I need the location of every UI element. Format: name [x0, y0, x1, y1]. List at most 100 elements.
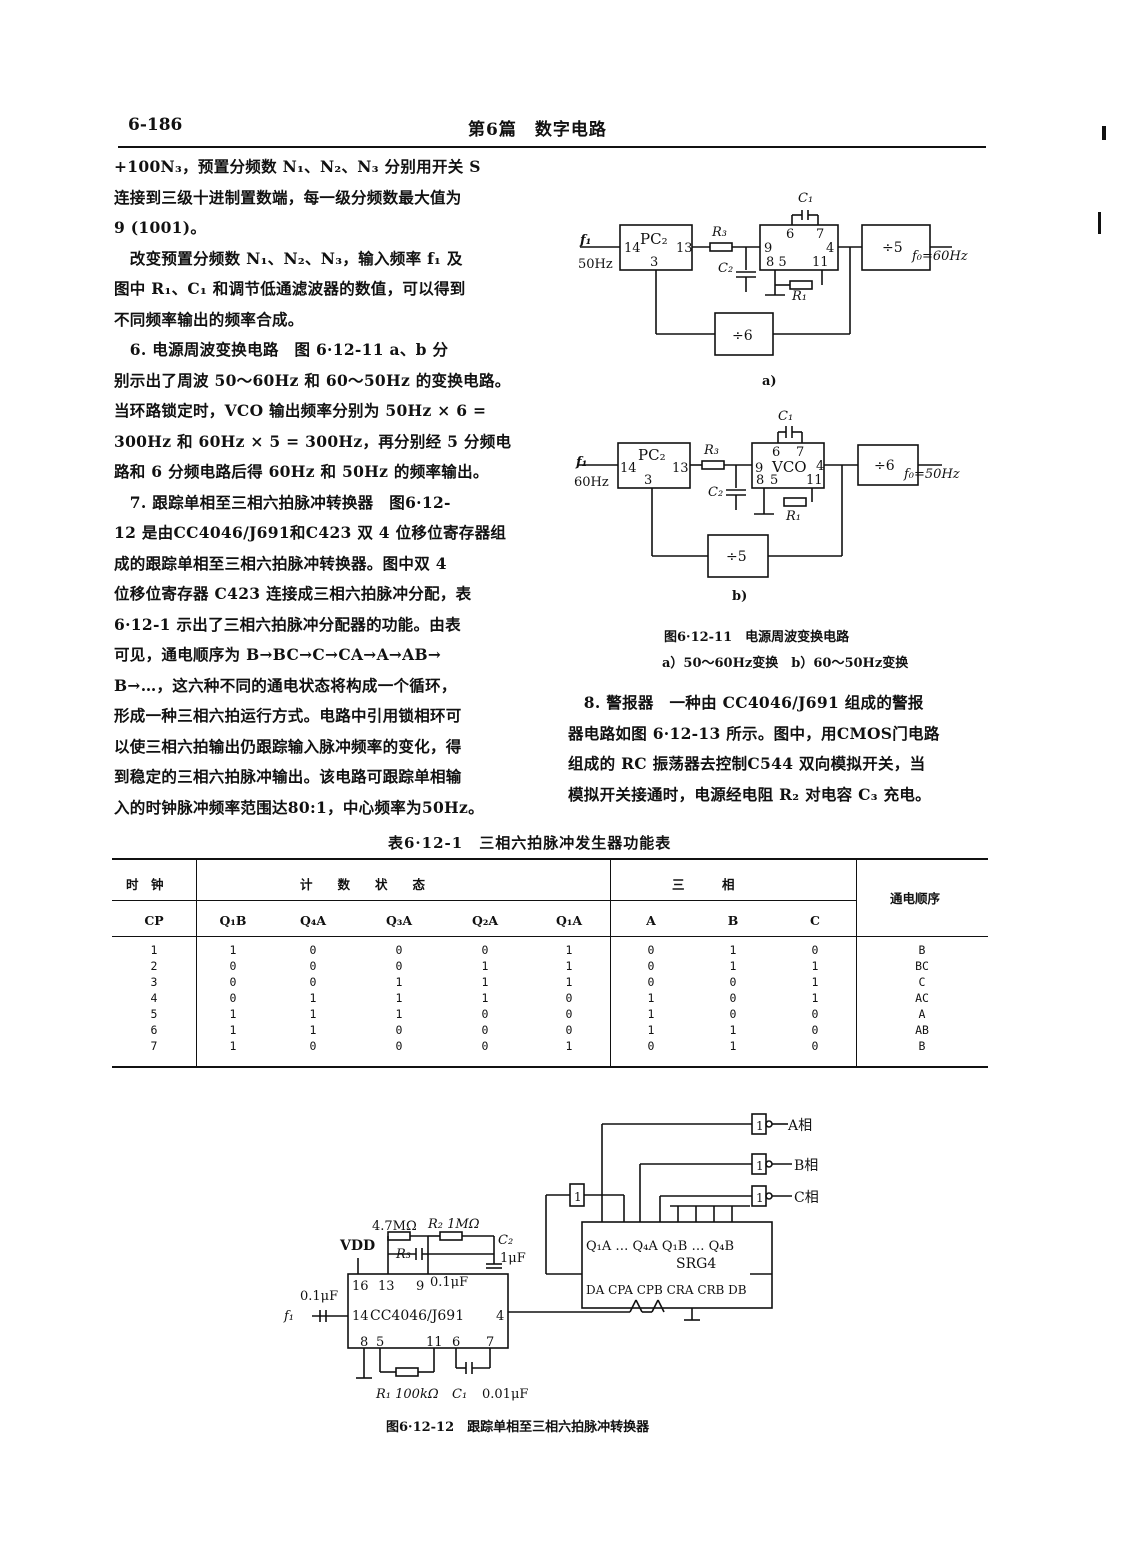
pin-label: 16: [352, 1279, 369, 1294]
page-number: 6-186: [128, 115, 183, 135]
table-cell: 0: [395, 943, 403, 957]
table-cell: 0: [395, 1023, 403, 1037]
sequence-cell: A: [918, 1007, 926, 1021]
divider-fb-label-b: ÷5: [726, 549, 747, 565]
function-table: CP Q₁B Q₄A Q₃A Q₂A Q₁A A B C: [112, 906, 856, 934]
table-bottom-rule: [112, 1066, 988, 1068]
text-line: +100N₃，预置分频数 N₁、N₂、N₃ 分别用开关 S: [114, 157, 481, 176]
text-line: 以使三相六拍输出仍跟踪输入脉冲频率的变化，得: [114, 736, 462, 756]
table-cell: 7: [150, 1039, 158, 1053]
table-cell: 0: [481, 1039, 489, 1053]
srg4-inputs-label: DA CPA CPB CRA CRB DB: [586, 1283, 747, 1297]
srg4-outputs-label: Q₁A … Q₄A Q₁B … Q₄B: [586, 1239, 734, 1254]
text-line: 到稳定的三相六拍脉冲输出。该电路可跟踪单相输: [114, 767, 462, 786]
pin-label: 13: [378, 1279, 395, 1294]
table-cell: 0: [309, 943, 317, 957]
c1-label: C₁: [452, 1387, 467, 1402]
pin-label: 6: [772, 445, 780, 460]
pin-label: 3: [650, 255, 658, 270]
subfigure-label-a: a): [762, 374, 777, 389]
table-cell: 0: [729, 1007, 737, 1021]
table-cell: 1: [229, 1039, 237, 1053]
table-top-rule: [112, 858, 988, 860]
table-cell: 5: [150, 1007, 158, 1021]
table-cell: 0: [481, 1023, 489, 1037]
pin-label: 9: [755, 461, 763, 476]
text-line: 形成一种三相六拍运行方式。电路中引用锁相环可: [114, 706, 462, 725]
table-cell: 1: [565, 943, 573, 957]
figure-6-12-11: PC₂ 14 13 3 9 6 7 4 8 5 11 C₁ R₃ C₂ R₁ f…: [574, 191, 968, 604]
text-line: 组成的 RC 振荡器去控制C544 双向模拟开关，当: [568, 754, 926, 773]
table-cell: 1: [811, 975, 819, 989]
column-header: B: [727, 912, 739, 928]
table-cell: 0: [309, 959, 317, 973]
pin-label: 14: [624, 241, 641, 256]
c01-label: 0.1μF: [430, 1275, 468, 1290]
c1-label-b: C₁: [778, 409, 793, 424]
header-rule: [118, 146, 986, 148]
figure-6-12-12: CC4046/J691 SRG4 Q₁A … Q₄A Q₁B … Q₄B DA …: [283, 1113, 819, 1402]
column-header: Q₃A: [385, 912, 413, 928]
sequence-cell: B: [918, 943, 926, 957]
table-group-header: 通电顺序: [890, 891, 941, 906]
column-header: A: [646, 912, 656, 928]
text-line: 不同频率输出的频率合成。: [114, 309, 304, 329]
text-line: 9 (1001)。: [114, 218, 207, 237]
table-cell: 1: [565, 975, 573, 989]
table-cell: 1: [647, 991, 655, 1005]
table-title: 表6·12-1 三相六拍脉冲发生器功能表: [388, 834, 672, 852]
table-cell: 1: [729, 1023, 737, 1037]
column-header: Q₁B: [219, 912, 247, 928]
table-cell: 4: [150, 991, 158, 1005]
text-line: 6·12-1 示出了三相六拍脉冲分配器的功能。由表: [114, 614, 461, 634]
table-cell: 0: [395, 959, 403, 973]
table-cell: 0: [309, 975, 317, 989]
table-cell: 0: [647, 959, 655, 973]
sequence-cell: B: [918, 1039, 926, 1053]
pin-label: 8: [756, 473, 764, 488]
chapter-title: 第6篇 数字电路: [468, 120, 607, 140]
r1-label: R₁ 100kΩ: [375, 1387, 439, 1402]
table-cell: 1: [395, 975, 403, 989]
column-header: Q₂A: [471, 912, 499, 928]
margin-mark: [1102, 126, 1106, 140]
text-line: 器电路如图 6·12-13 所示。图中，用CMOS门电路: [568, 723, 940, 743]
text-line: 改变预置分频数 N₁、N₂、N₃，输入频率 f₁ 及: [114, 248, 463, 268]
column-header: C: [810, 912, 820, 928]
text-line: 可见，通电顺序为 B→BC→C→CA→A→AB→: [114, 645, 442, 664]
pin-label: 11: [812, 255, 829, 270]
text-line: 图中 R₁、C₁ 和调节低通滤波器的数值，可以得到: [114, 279, 466, 298]
column-header: Q₁A: [555, 912, 583, 928]
pin-label: 8: [360, 1335, 368, 1350]
pin-label: 7: [486, 1335, 494, 1350]
srg4-label: SRG4: [676, 1256, 716, 1272]
pc2-label-a: PC₂: [640, 230, 668, 248]
pin-label: 6: [452, 1335, 460, 1350]
r3-label-b: R₃: [703, 443, 719, 458]
c2-label-b: C₂: [708, 485, 723, 500]
r3-label-a: R₃: [711, 225, 727, 240]
pc2-label-b: PC₂: [638, 446, 666, 464]
table-column-headers: CP Q₁B Q₄A Q₃A Q₂A Q₁A A B C: [112, 906, 856, 934]
table-col-divider: [856, 860, 857, 1066]
pin-label: 11: [426, 1335, 443, 1350]
text-line: 别示出了周波 50～60Hz 和 60～50Hz 的变换电路。: [114, 370, 511, 390]
table-group-header: 计 数 状 态: [300, 877, 426, 892]
r1-label-a: R₁: [791, 289, 807, 304]
right-column-text: 8. 警报器 一种由 CC4046/J691 组成的警报 器电路如图 6·12-…: [568, 688, 940, 810]
table-cell: 0: [565, 1007, 573, 1021]
phase-c-label: C相: [794, 1190, 819, 1206]
table-header-bottom: [112, 936, 988, 937]
sequence-cell: C: [918, 975, 926, 989]
pin-label: 13: [676, 241, 693, 256]
sequence-cell: AC: [915, 991, 929, 1005]
table-cell: 1: [229, 943, 237, 957]
table-cell: 1: [565, 1039, 573, 1053]
text-line: 连接到三级十进制置数端，每一级分频数最大值为: [114, 187, 462, 207]
text-line: 300Hz 和 60Hz × 5 = 300Hz，再分别经 5 分频电: [114, 431, 512, 451]
table-cell: 0: [395, 1039, 403, 1053]
table-cell: 1: [811, 959, 819, 973]
input-freq-a: 50Hz: [578, 257, 613, 272]
table-cell: 1: [729, 1039, 737, 1053]
